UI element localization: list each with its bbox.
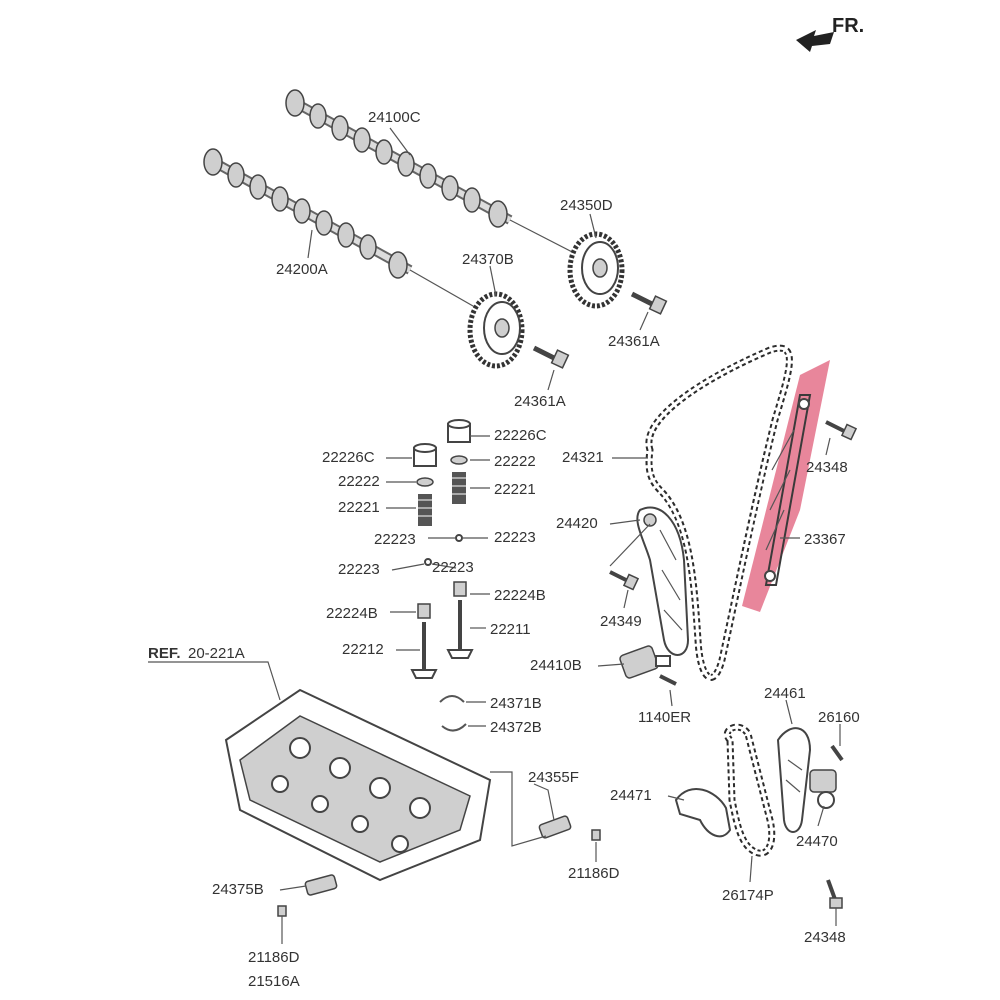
hydraulic-tensioner bbox=[619, 645, 671, 679]
label-tappet-right: 22226C bbox=[494, 427, 547, 444]
chain-guide-highlighted bbox=[742, 360, 830, 612]
small-bolt-left bbox=[277, 905, 287, 917]
small-bolt-right bbox=[591, 829, 601, 841]
label-cotter-2: 22223 bbox=[494, 529, 536, 546]
front-label: FR. bbox=[832, 15, 864, 37]
label-bolt-160: 26160 bbox=[818, 709, 860, 726]
label-retainer-right: 22222 bbox=[494, 453, 536, 470]
label-oil-pump-guide: 24461 bbox=[764, 685, 806, 702]
part-labels: 24100C 24200A 24350D 24370B 24361A 24361… bbox=[148, 109, 860, 990]
cylinder-head bbox=[224, 688, 492, 882]
label-sprocket-bolt-2: 24361A bbox=[514, 393, 566, 410]
label-sprocket-bolt-1: 24361A bbox=[608, 333, 660, 350]
label-cotter-3: 22223 bbox=[338, 561, 380, 578]
label-chain-guide: 23367 bbox=[804, 531, 846, 548]
label-bolt-186-right: 21186D bbox=[568, 865, 620, 882]
valve-exhaust bbox=[446, 600, 474, 659]
label-tensioner: 24410B bbox=[530, 657, 582, 674]
label-valve-exhaust: 22211 bbox=[490, 621, 531, 638]
cam-sensor bbox=[304, 874, 338, 896]
tappet-right bbox=[447, 419, 471, 443]
label-valve-intake: 22212 bbox=[342, 641, 384, 658]
guide-bolt-top bbox=[825, 420, 858, 441]
valve-seal-right bbox=[453, 581, 467, 597]
label-sprocket-intake: 24370B bbox=[462, 251, 514, 268]
label-oil-pump-chain: 26174P bbox=[722, 887, 774, 904]
arm-bolt bbox=[609, 570, 640, 591]
tensioner-arm bbox=[636, 506, 690, 656]
label-retainer-left: 22222 bbox=[338, 473, 380, 490]
sprocket-exhaust bbox=[567, 231, 625, 309]
bolt-26160 bbox=[830, 744, 844, 762]
label-camshaft-exhaust: 24100C bbox=[368, 109, 421, 126]
label-bolt-186-left: 21186D bbox=[248, 949, 300, 966]
label-sensor-375: 24375B bbox=[212, 881, 264, 898]
oil-pump-chain bbox=[723, 723, 776, 857]
label-shim-1: 24371B bbox=[490, 695, 542, 712]
oil-pump-lever bbox=[674, 788, 732, 838]
sprocket-bolt-1 bbox=[630, 291, 668, 315]
label-camshaft-intake: 24200A bbox=[276, 261, 328, 278]
label-cotter-4: 22223 bbox=[432, 559, 474, 576]
label-tensioner-arm: 24420 bbox=[556, 515, 598, 532]
tappet-left bbox=[413, 443, 437, 467]
front-arrow-icon bbox=[796, 30, 834, 52]
label-spring-left: 22221 bbox=[338, 499, 380, 516]
shim-2 bbox=[441, 723, 467, 732]
spring-right bbox=[452, 472, 466, 504]
label-sprocket-exhaust: 24350D bbox=[560, 197, 613, 214]
timing-chain bbox=[645, 344, 793, 681]
valve-intake bbox=[410, 622, 438, 679]
oil-pump-tensioner bbox=[809, 769, 837, 809]
tensioner-bolt bbox=[659, 674, 677, 686]
label-oil-pump-tensioner: 24470 bbox=[796, 833, 838, 850]
cotter-1 bbox=[455, 534, 463, 542]
label-timing-chain: 24321 bbox=[562, 449, 604, 466]
highlight-overlay bbox=[742, 360, 830, 612]
sprocket-intake bbox=[467, 291, 525, 369]
spring-left bbox=[418, 494, 432, 526]
front-direction-indicator: FR. bbox=[796, 15, 864, 52]
label-seal-left: 22224B bbox=[326, 605, 378, 622]
leader-lines bbox=[148, 127, 841, 944]
label-guide-bolt-bottom: 24348 bbox=[804, 929, 846, 946]
retainer-left bbox=[416, 477, 434, 487]
valve-seal-left bbox=[417, 603, 431, 619]
label-bolt-516: 21516A bbox=[248, 973, 300, 990]
label-ref-prefix: REF. bbox=[148, 645, 181, 662]
label-oil-pump-lever: 24471 bbox=[610, 787, 652, 804]
oil-control-valve bbox=[538, 815, 572, 839]
label-tensioner-bolt: 1140ER bbox=[638, 709, 691, 726]
guide-bolt-bottom bbox=[826, 879, 843, 909]
label-guide-bolt-top: 24348 bbox=[806, 459, 848, 476]
label-shim-2: 24372B bbox=[490, 719, 542, 736]
shim-1 bbox=[439, 695, 465, 703]
sprocket-bolt-2 bbox=[532, 345, 570, 369]
oil-pump-guide bbox=[776, 727, 812, 833]
camshaft-exhaust bbox=[285, 89, 581, 257]
label-tappet-left: 22226C bbox=[322, 449, 375, 466]
label-cotter-1: 22223 bbox=[374, 531, 416, 548]
label-sensor-355: 24355F bbox=[528, 769, 579, 786]
camshaft-intake bbox=[203, 148, 481, 311]
label-seal-right: 22224B bbox=[494, 587, 546, 604]
label-arm-bolt: 24349 bbox=[600, 613, 642, 630]
retainer-right bbox=[450, 455, 468, 465]
label-spring-right: 22221 bbox=[494, 481, 536, 498]
cotter-2 bbox=[424, 558, 432, 566]
label-ref-code: 20-221A bbox=[188, 645, 245, 662]
